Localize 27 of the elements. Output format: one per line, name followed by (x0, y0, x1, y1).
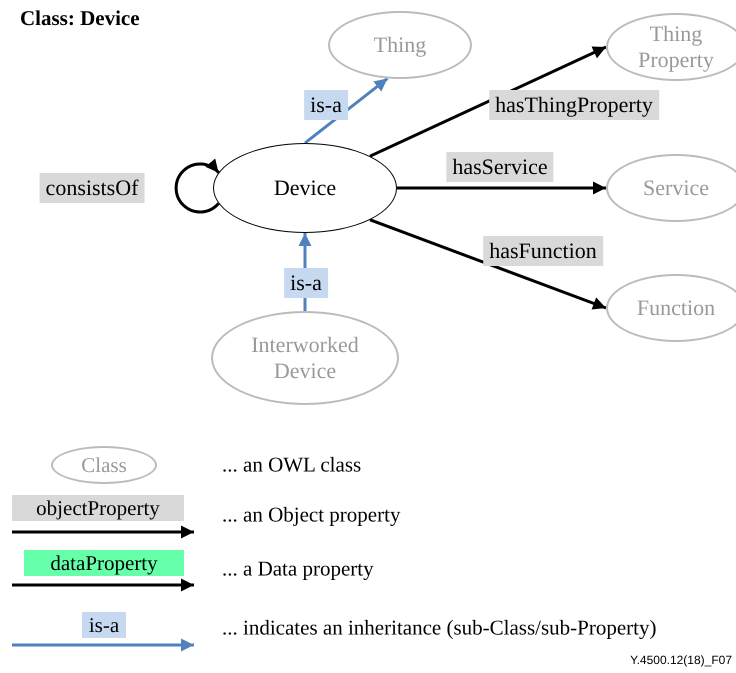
class-ellipse: Device (213, 143, 397, 233)
class-ellipse: Thing (328, 11, 472, 79)
legend-sample-label: objectProperty (12, 495, 184, 521)
arrow (397, 182, 606, 194)
edge-label: is-a (304, 90, 348, 120)
legend-text: ... an Object property (222, 502, 400, 528)
legend-sample-label: dataProperty (24, 550, 184, 576)
class-ellipse: Thing Property (606, 13, 736, 81)
legend-text: ... indicates an inheritance (sub-Class/sub-Property) (222, 616, 656, 640)
edge-label: is-a (284, 268, 328, 298)
legend-text: ... a Data property (222, 556, 374, 582)
legend-text: ... an OWL class (222, 452, 362, 478)
edge-label: consistsOf (40, 173, 144, 203)
diagram-title: Class: Device (20, 6, 140, 31)
class-ellipse: Interworked Device (211, 311, 399, 405)
self-loop-arrow (174, 158, 220, 214)
edge-label: hasThingProperty (489, 90, 659, 120)
legend-class-ellipse: Class (51, 446, 157, 484)
legend-sample-label: is-a (82, 612, 126, 638)
class-ellipse: Function (606, 274, 736, 342)
arrow (370, 218, 607, 310)
figure-number: Y.4500.12(18)_F07 (630, 653, 732, 667)
edge-label: hasFunction (483, 236, 603, 266)
edge-label: hasService (446, 152, 554, 182)
class-ellipse: Service (606, 154, 736, 222)
arrow (369, 46, 607, 158)
arrow (304, 77, 388, 144)
